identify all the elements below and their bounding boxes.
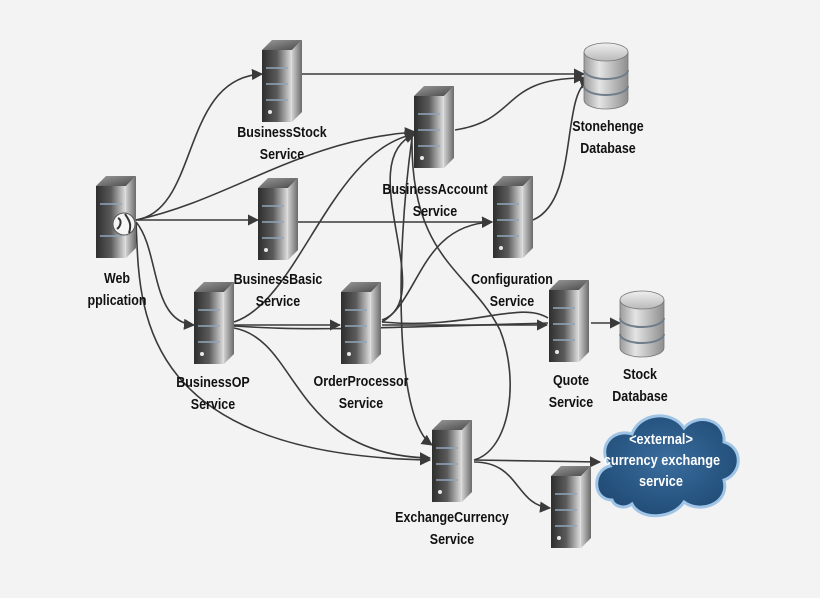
edge-webapp-businessstock [135,68,264,221]
label-line: BusinessOP [176,375,250,391]
label-web-app: Web pplication [78,268,155,312]
edge-orderprocessor-exchangecurrency-2 [381,311,549,325]
edge-businessaccount-exchangecurrency-2 [411,135,511,461]
label-configuration: Configuration Service [460,269,563,313]
label-business-basic: BusinessBasic Service [226,269,329,313]
label-business-account: BusinessAccount Service [379,179,491,223]
edge-webapp-businessop [135,221,196,330]
edge-configuration-stonehenge [532,77,592,221]
label-line: pplication [87,293,147,309]
label-order-processor: OrderProcessor Service [305,371,417,415]
label-stonehenge-db: Stonehenge Database [556,116,659,160]
server-icon [549,280,589,362]
label-line: Web [103,271,131,287]
label-line: Stonehenge [572,119,644,135]
label-line: BusinessAccount [382,182,488,198]
label-line: Configuration [471,272,553,288]
edge-businessop-quote [233,322,549,330]
server-icon [551,466,591,548]
label-line: Service [338,396,384,412]
label-line: ExchangeCurrency [395,510,509,526]
edge-exchangecurrency-server [473,461,552,513]
label-line: Service [412,204,458,220]
label-line: Service [548,395,594,411]
server-icon [194,282,234,364]
label-line: <external> [629,432,693,448]
label-line: Service [259,147,305,163]
label-quote: Quote Service [537,370,606,414]
server-icon [258,178,298,260]
label-line: service [639,474,683,490]
edge-businessaccount-exchangecurrency [400,137,433,446]
server-icon [96,176,136,258]
label-line: BusinessStock [237,125,327,141]
connector-lines [135,68,622,513]
cloud-icon [595,414,740,518]
edge-businessop-exchangecurrency [233,327,432,464]
label-line: Stock [623,367,657,383]
edge-webapp-exchangecurrency [135,221,432,466]
label-external-service: <external> currency exchange service [603,430,721,493]
label-line: Service [190,397,236,413]
server-icon [414,86,454,168]
label-business-op: BusinessOP Service [166,372,261,416]
server-icon [262,40,302,122]
edge-businessop-businessaccount [233,130,417,323]
server-icon [493,176,533,258]
database-icon [583,42,629,110]
label-line: Database [612,389,668,405]
server-icon [432,420,472,502]
label-line: Service [429,532,475,548]
label-exchange-currency: ExchangeCurrency Service [392,507,512,551]
edge-exchangecurrency-external [473,456,602,468]
label-line: BusinessBasic [233,272,323,288]
database-icon [619,290,665,358]
label-line: Database [580,141,636,157]
label-line: Quote [552,373,590,389]
server-icon [341,282,381,364]
edge-businessaccount-stonehenge [454,72,586,131]
edge-webapp-businessaccount [135,127,417,221]
label-line: OrderProcessor [313,374,409,390]
label-line: Service [255,294,301,310]
label-line: Service [489,294,535,310]
label-business-stock: BusinessStock Service [230,122,333,166]
edge-orderprocessor-businessaccount [381,132,417,321]
globe-icon [112,212,136,236]
label-line: currency exchange [603,453,721,469]
label-stock-db: Stock Database [597,364,683,408]
